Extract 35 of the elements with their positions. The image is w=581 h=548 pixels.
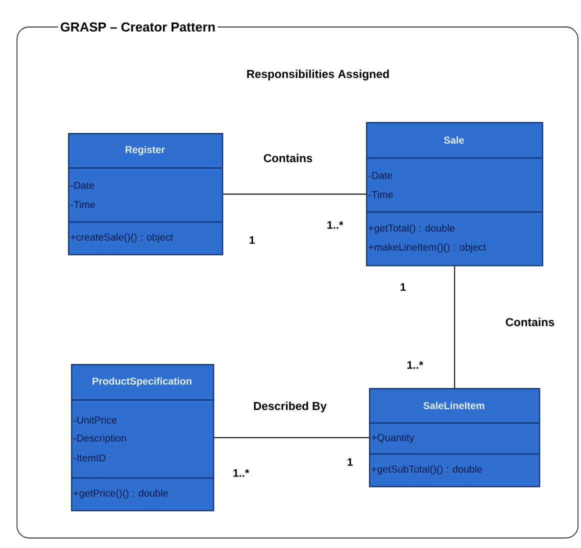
class-name: Register [126,146,165,156]
class-box [369,388,540,488]
attribute-text: -Date [368,172,392,179]
edge-label: Contains [504,316,556,328]
multiplicity-label: 1..* [407,361,424,369]
subtitle: Responsibilities Assigned [247,70,389,80]
multiplicity-label: 1 [400,283,406,291]
multiplicity-label: 1 [250,236,255,244]
class-box [366,122,544,266]
class-box [71,364,214,512]
diagram-title: GRASP – Creator Pattern [60,22,215,32]
method-text: +getTotal() : double [368,224,455,234]
attribute-text: +Quantity [372,434,414,444]
class-name: Sale [444,136,464,144]
attribute-text: -Time [368,190,393,198]
method-text: +makeLineItem()() : object [368,243,486,253]
edge-label: Described By [252,400,328,414]
class-name: ProductSpecification [92,377,192,387]
attribute-text: -ItemID [74,454,106,462]
attribute-text: -Time [70,200,95,208]
attribute-text: -Description [74,434,126,444]
multiplicity-label: 1..* [233,469,250,477]
association-line [454,266,456,388]
attribute-text: -UnitPrice [74,416,117,424]
class-box [68,133,224,256]
attribute-text: -Date [70,182,94,189]
association-line [222,194,366,195]
association-line [214,437,370,438]
multiplicity-label: 1..* [327,221,344,229]
method-text: +getPrice()() : double [74,489,168,499]
class-name: SaleLineItem [423,402,484,410]
edge-label: Contains [262,152,314,164]
multiplicity-label: 1 [348,458,353,466]
method-text: +createSale()() : object [70,233,174,243]
method-text: +getSubTotal()() : double [372,465,482,475]
